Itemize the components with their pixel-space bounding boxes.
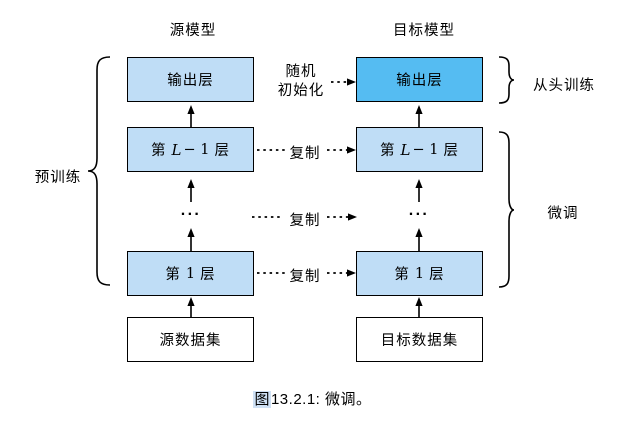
source-output-layer-box: 输出层 [127,57,254,102]
layer-text: 第 [165,267,181,283]
layer-text: 层 [429,267,445,283]
copy-label-row3: 复制 [289,213,321,229]
target-output-layer-box: 输出层 [356,57,483,102]
source-up-arrows [187,105,195,317]
source-dataset-box: 源数据集 [127,317,254,362]
right-curly-brace-large [498,131,515,288]
layer-number: 1 [414,265,425,282]
source-output-layer-label: 输出层 [167,73,214,89]
source-ellipsis: ··· [180,206,202,223]
layer-text: 层 [214,143,230,159]
source-model-title: 源模型 [169,23,217,39]
random-init-label: 随机 初始化 [266,63,336,101]
pretrain-label: 预训练 [34,170,82,186]
figure-number: 13.2.1: [270,391,321,408]
copy-dotted-arrow-row4 [257,269,356,277]
finetune-label: 微调 [547,206,579,222]
source-dataset-label: 源数据集 [159,333,222,349]
layer-variable: L [400,140,411,159]
random-init-line2: 初始化 [277,83,325,99]
copy-dotted-arrow-row3 [252,213,357,221]
layer-text: 第 [394,267,410,283]
right-curly-brace-small [498,56,515,104]
target-ellipsis: ··· [408,206,430,223]
random-init-line1: 随机 [285,64,317,80]
copy-dotted-arrow-row2 [257,146,356,154]
train-from-scratch-label: 从头训练 [533,78,595,94]
target-up-arrows [415,105,423,317]
layer-text: 层 [200,267,216,283]
layer-variable: L [171,140,182,159]
layer-text: 第 [380,143,396,159]
target-model-title: 目标模型 [393,23,455,39]
figure-caption: 图13.2.1: 微调。 [0,388,625,409]
layer-expression: − 1 [412,141,439,158]
copy-label-row4: 复制 [289,269,321,285]
target-dataset-box: 目标数据集 [356,317,483,362]
random-init-dotted-arrow [331,78,356,86]
copy-label-row2: 复制 [289,146,321,162]
left-curly-brace [87,56,111,286]
layer-text: 第 [151,143,167,159]
target-dataset-label: 目标数据集 [380,333,459,349]
layer-number: 1 [185,265,196,282]
figure-ref-char: 图 [253,391,271,408]
caption-text: 微调。 [325,391,372,408]
target-output-layer-label: 输出层 [396,73,443,89]
layer-expression: − 1 [183,141,210,158]
layer-text: 层 [443,143,459,159]
